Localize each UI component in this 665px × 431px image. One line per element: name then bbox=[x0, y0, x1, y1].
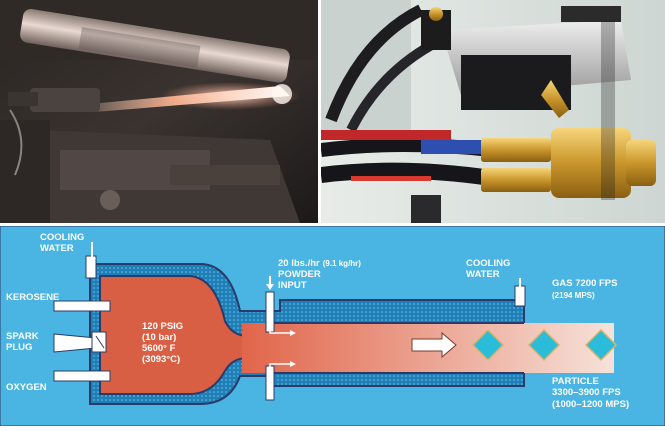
kerosene-label: KEROSENE bbox=[6, 292, 59, 303]
flow-direction-arrow bbox=[411, 331, 457, 359]
spray-gun-illustration bbox=[321, 0, 665, 223]
spray-gun-hose-fittings-photo bbox=[321, 0, 665, 223]
powder-flow-arrow-bottom bbox=[269, 363, 292, 370]
cooling-water-left-label-2: WATER bbox=[40, 243, 74, 254]
particle-diamond bbox=[471, 328, 505, 362]
particle-diamond bbox=[527, 328, 561, 362]
chamber-temperature: 5600° F bbox=[142, 343, 176, 354]
diagram-svg: COOLING WATER KEROSENE SPARK PLUG OXYGEN… bbox=[0, 225, 665, 427]
chamber-temperature-metric: (3093°C) bbox=[142, 354, 180, 365]
cooling-water-left-label-1: COOLING bbox=[40, 232, 84, 243]
chamber-pressure: 120 PSIG bbox=[142, 321, 183, 332]
powder-flow-arrow-top bbox=[269, 326, 292, 334]
particle-diamond bbox=[584, 328, 618, 362]
powder-feed-rate: 20 lbs./hr(9.1 kg/hr) bbox=[278, 258, 361, 269]
gas-speed-metric-label: (2194 MPS) bbox=[552, 291, 595, 300]
chamber-pressure-metric: (10 bar) bbox=[142, 332, 176, 343]
kerosene-inlet bbox=[53, 300, 111, 312]
powder-input-pipe-bottom bbox=[265, 365, 275, 401]
oxygen-inlet bbox=[53, 370, 111, 382]
spark-plug-label-1: SPARK bbox=[6, 331, 39, 342]
particle-label: PARTICLE bbox=[552, 376, 599, 387]
particle-speed-metric-label: (1000–1200 MPS) bbox=[552, 399, 629, 410]
hvof-gun-cross-section-diagram: COOLING WATER KEROSENE SPARK PLUG OXYGEN… bbox=[0, 225, 665, 427]
cooling-water-right-label-2: WATER bbox=[466, 269, 500, 280]
flame-photo-illustration bbox=[0, 0, 318, 223]
spark-plug-label-2: PLUG bbox=[6, 342, 32, 353]
powder-feed-rate-imperial: 20 lbs./hr bbox=[278, 258, 320, 269]
input-label: INPUT bbox=[278, 280, 307, 291]
oxygen-label: OXYGEN bbox=[6, 382, 47, 393]
powder-label: POWDER bbox=[278, 269, 321, 280]
cooling-water-right-label-1: COOLING bbox=[466, 258, 510, 269]
gas-speed-label: GAS 7200 FPS bbox=[552, 278, 617, 289]
particle-speed-label: 3300–3900 FPS bbox=[552, 387, 621, 398]
powder-feed-rate-metric: (9.1 kg/hr) bbox=[323, 259, 362, 268]
thermal-spray-flame-photo bbox=[0, 0, 318, 223]
